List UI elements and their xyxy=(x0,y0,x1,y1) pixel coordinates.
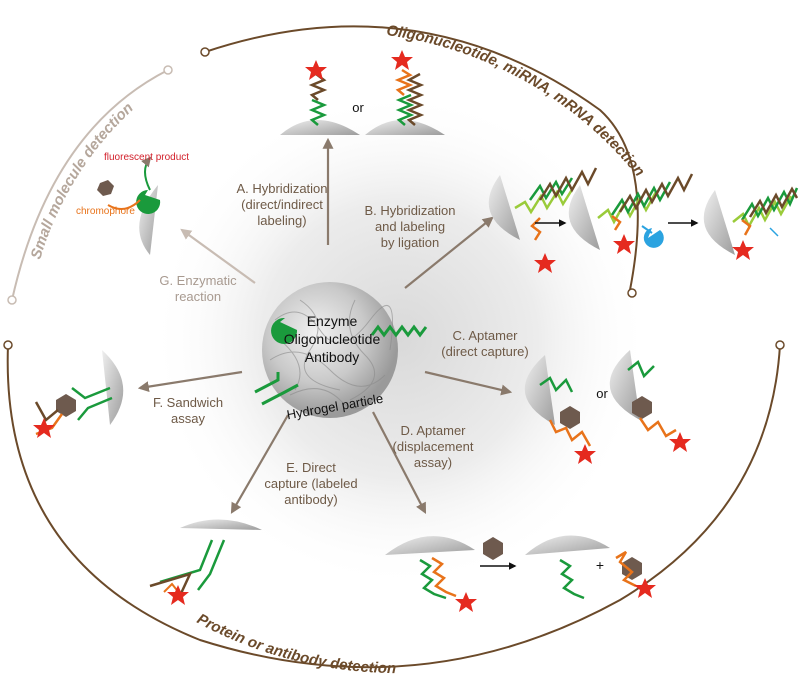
label-d-line2: (displacement xyxy=(392,439,474,454)
plus-sign: + xyxy=(596,557,604,573)
label-g-line2: reaction xyxy=(174,289,222,304)
panel-c-aptamer xyxy=(524,350,691,464)
label-e-line2: capture (labeled xyxy=(264,476,358,491)
label-e-line3: antibody) xyxy=(284,492,338,507)
center-line3: Antibody xyxy=(304,349,360,365)
label-b-line1: B. Hybridization xyxy=(364,203,456,218)
chromophore-label: chromophore xyxy=(76,206,135,217)
label-e-line1: E. Direct xyxy=(286,460,336,475)
small-molecule-arc xyxy=(7,65,173,305)
method-arrows xyxy=(137,137,513,514)
label-g: G. Enzymatic reaction xyxy=(148,273,248,305)
label-e: E. Direct capture (labeled antibody) xyxy=(255,460,367,508)
hydrogel-particle xyxy=(262,282,398,418)
panel-f-sandwich xyxy=(33,350,124,438)
label-b-line2: and labeling xyxy=(374,219,446,234)
label-b-line3: by ligation xyxy=(380,235,440,250)
label-f: F. Sandwich assay xyxy=(148,395,228,427)
antibody-icon xyxy=(254,372,299,406)
label-f-line1: F. Sandwich xyxy=(152,395,224,410)
or-label-top: or xyxy=(352,100,364,115)
label-c-line2: (direct capture) xyxy=(441,344,529,359)
label-a-line3: labeling) xyxy=(257,213,307,228)
label-a-line1: A. Hybridization xyxy=(236,181,328,196)
small-molecule-arc-title: Small molecule detection xyxy=(28,99,137,261)
enzyme-icon xyxy=(271,317,298,344)
label-f-line2: assay xyxy=(171,411,205,426)
label-b: B. Hybridization and labeling by ligatio… xyxy=(350,203,470,251)
center-label: Enzyme Oligonucleotide Antibody xyxy=(272,312,392,366)
label-a-line2: (direct/indirect xyxy=(241,197,323,212)
label-d-line3: assay) xyxy=(413,455,453,470)
protein-arc-title: Protein or antibody detection xyxy=(194,611,396,678)
label-c-line1: C. Aptamer xyxy=(452,328,518,343)
oligo-strand-icon xyxy=(370,324,428,338)
label-a: A. Hybridization (direct/indirect labeli… xyxy=(222,181,342,229)
label-g-line1: G. Enzymatic xyxy=(159,273,237,288)
protein-arc xyxy=(3,340,785,669)
center-line1: Enzyme xyxy=(306,313,358,329)
center-line2: Oligonucleotide xyxy=(283,331,381,347)
background-halo xyxy=(150,90,650,590)
or-label-right: or xyxy=(596,386,608,401)
panel-g-enzymatic xyxy=(97,156,161,255)
panel-a-hybridization xyxy=(280,50,445,135)
fluorescent-product-label: fluorescent product xyxy=(104,152,190,163)
panel-d-displacement xyxy=(385,535,656,612)
label-d-line1: D. Aptamer xyxy=(400,423,466,438)
panel-e-direct-capture xyxy=(149,519,262,605)
label-d: D. Aptamer (displacement assay) xyxy=(383,423,483,471)
label-c: C. Aptamer (direct capture) xyxy=(425,328,545,360)
panel-b-ligation xyxy=(488,167,799,273)
